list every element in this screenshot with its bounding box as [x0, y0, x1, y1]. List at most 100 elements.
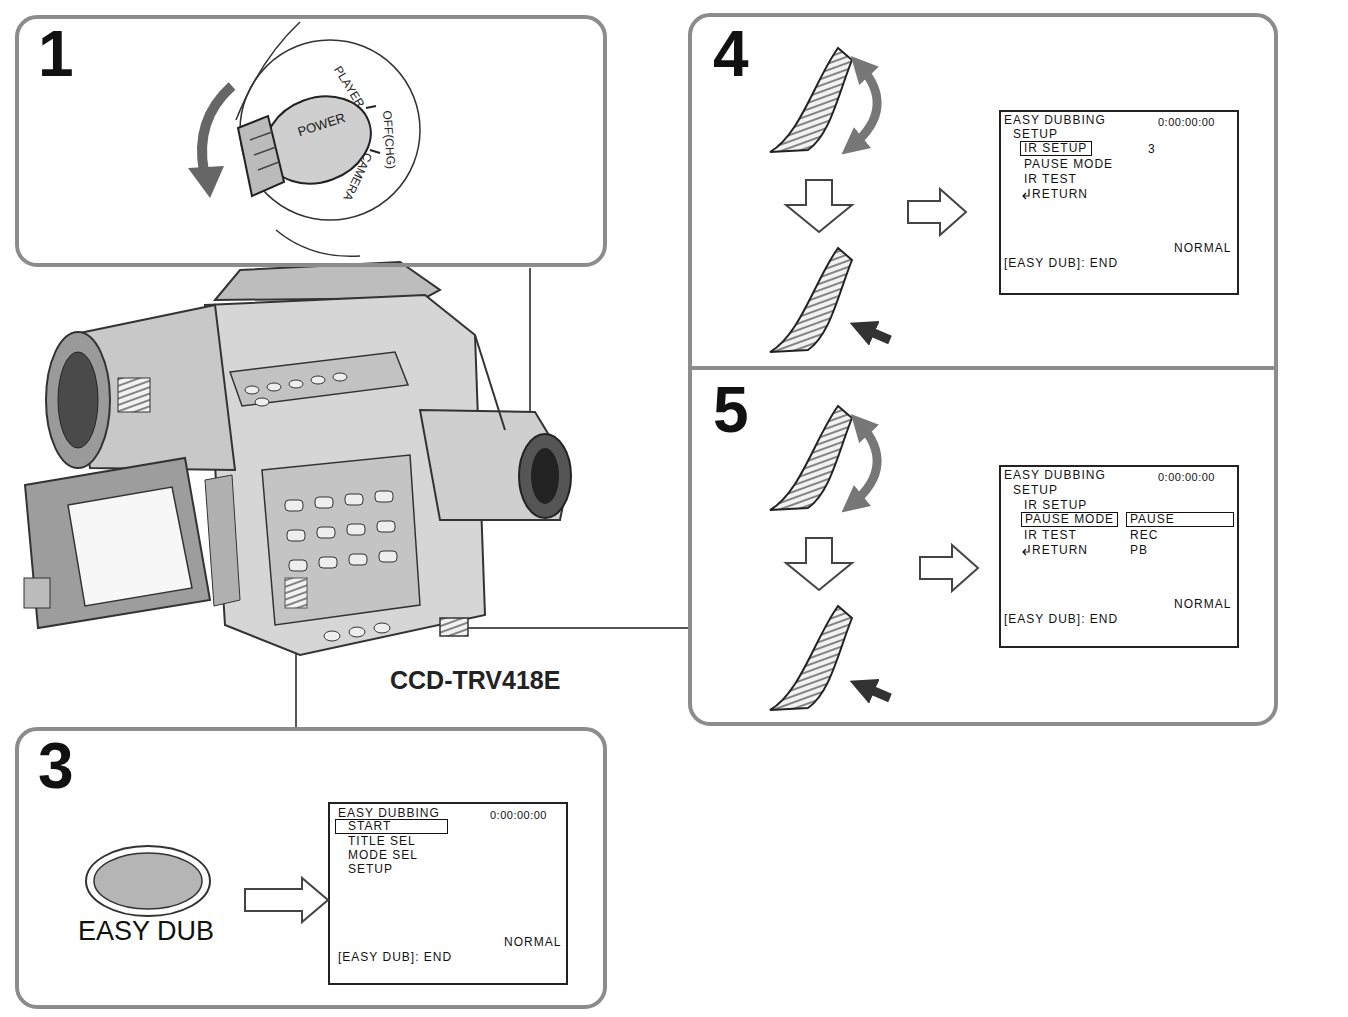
switch-label: PLAYER	[332, 64, 367, 110]
speaker-grille	[285, 578, 307, 608]
lever-rib	[254, 147, 276, 155]
top-button	[289, 380, 303, 388]
hollow-arrow	[786, 180, 852, 232]
menu-text: EASY DUBBING	[338, 807, 440, 819]
button-label: EASY DUB	[78, 918, 214, 945]
lever-rib	[250, 132, 272, 140]
top-button	[333, 373, 347, 381]
side-button	[379, 551, 397, 562]
menu-screen: EASY DUBBING 0:00:00:00TITLE SEL MODE SEL S…	[328, 802, 568, 985]
press-arrow	[862, 686, 890, 698]
rotate-arrow	[852, 424, 877, 504]
menu-text: [EASY DUB]: END	[1004, 257, 1118, 269]
leader-line	[529, 268, 531, 428]
grip-edge	[475, 335, 505, 430]
control-dial	[770, 606, 852, 710]
hollow-arrow	[908, 189, 966, 235]
menu-text: PB	[1130, 544, 1148, 556]
control-dial	[770, 406, 852, 510]
step-number: 5	[713, 378, 749, 442]
camera-handle	[215, 262, 440, 300]
model-name: CCD-TRV418E	[390, 668, 560, 693]
lever-rib	[258, 162, 279, 170]
viewfinder	[420, 410, 570, 520]
top-control-panel	[230, 352, 408, 406]
press-arrow	[862, 328, 890, 340]
menu-text: SETUP	[1013, 484, 1058, 496]
switch-label: POWER	[296, 111, 347, 139]
zoom-ring	[118, 378, 150, 412]
menu-text: RETURN	[1032, 544, 1088, 556]
dial-steps	[770, 406, 890, 710]
control-dial	[770, 48, 852, 152]
side-button	[347, 524, 365, 535]
step-number: 1	[38, 22, 74, 86]
side-panel	[262, 455, 420, 625]
leader-line	[462, 627, 688, 629]
lcd-latch	[24, 578, 50, 608]
menu-text: TITLE SEL	[348, 835, 416, 847]
hand-outline	[276, 230, 360, 256]
step-panel: 1	[15, 15, 607, 267]
button-face	[94, 853, 202, 909]
menu-text: IR SETUP	[1024, 499, 1087, 511]
menu-text: IR SETUP	[1024, 142, 1087, 154]
time-code: 0:00:00:00	[490, 810, 547, 821]
menu-text: MODE SEL	[348, 849, 418, 861]
flow-arrow	[245, 878, 328, 922]
camcorder-illustration	[24, 262, 571, 655]
eyepiece-glass	[531, 448, 559, 504]
step-panel: 5EASY DUBBING0:00:00:00SETUPIR SETUPIR T…	[688, 366, 1278, 726]
control-dial	[770, 248, 852, 352]
menu-text: SETUP	[348, 863, 393, 875]
switch-label: OFF(CHG)	[381, 110, 397, 169]
hollow-arrow	[786, 538, 852, 590]
time-code: 0:00:00:00	[1158, 472, 1215, 483]
easy-dub-button: EASY DUB	[70, 845, 245, 955]
dial-steps	[770, 48, 966, 352]
lens-glass	[58, 352, 98, 448]
bottom-button	[374, 623, 390, 633]
side-button	[289, 560, 307, 571]
menu-text: NORMAL	[1174, 598, 1231, 610]
side-button	[285, 500, 303, 511]
menu-screen: EASY DUBBING0:00:00:00SETUPIR SETUPIR TE…	[999, 465, 1239, 648]
lcd-hinge	[205, 475, 240, 606]
menu-highlight: IR SETUP	[1020, 141, 1092, 156]
bottom-button	[324, 631, 340, 641]
menu-text: REC	[1130, 529, 1158, 541]
return-glyph	[1023, 189, 1029, 199]
menu-highlight: START	[335, 819, 448, 834]
power-switch-illustration	[188, 22, 420, 256]
menu-text: PAUSE	[1130, 513, 1175, 525]
step-panel: 3EASY DUBEASY DUBBING0:00:00:00TITLE SEL…	[15, 727, 607, 1009]
menu-text: START	[348, 820, 391, 832]
hollow-arrow	[920, 545, 978, 591]
switch-lever	[238, 116, 284, 196]
control-dial	[440, 618, 468, 636]
top-button	[311, 376, 325, 384]
side-button	[375, 491, 393, 502]
turn-arrow-head	[188, 166, 224, 198]
menu-text: [EASY DUB]: END	[338, 951, 452, 963]
time-code: 0:00:00:00	[1158, 117, 1215, 128]
turn-arrow-shaft	[202, 86, 232, 172]
lens-front	[46, 332, 110, 468]
side-button	[349, 554, 367, 565]
menu-text: EASY DUBBING	[1004, 469, 1106, 481]
switch-label: CAMERA	[341, 151, 374, 203]
side-button	[377, 521, 395, 532]
menu-text: 3	[1148, 143, 1156, 155]
side-button	[319, 557, 337, 568]
step-number: 4	[713, 22, 749, 86]
menu-text: RETURN	[1032, 188, 1088, 200]
rotate-arrow	[852, 66, 877, 146]
button-rim	[86, 846, 210, 916]
switch-mark	[370, 150, 380, 153]
side-button	[315, 497, 333, 508]
switch-mark	[366, 106, 376, 108]
lcd-screen	[68, 487, 192, 606]
menu-text: PAUSE MODE	[1025, 513, 1114, 525]
